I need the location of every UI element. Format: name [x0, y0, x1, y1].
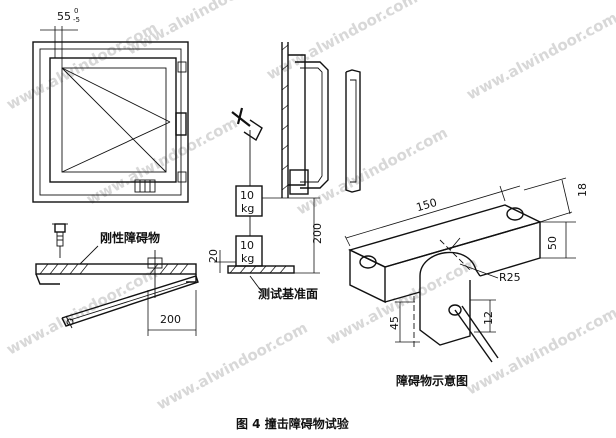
latch — [289, 169, 309, 195]
outer-frame — [32, 41, 189, 203]
weight-lower-unit: kg — [241, 252, 254, 265]
hinge — [177, 171, 187, 183]
watermark: www.alwindoor.com — [83, 114, 240, 209]
dim-12: 12 — [482, 311, 495, 325]
dim-tol-upper: 0 — [74, 7, 78, 15]
weight-upper-unit: kg — [241, 202, 254, 215]
label-test-reference-surface: 测试基准面 — [258, 286, 318, 301]
swing-arm — [454, 309, 493, 363]
window-front-view: 55 0 -5 — [32, 7, 189, 203]
obstacle-schematic: 150 18 50 R25 45 12 障碍物示意图 — [344, 177, 589, 388]
dim-r25: R25 — [499, 271, 521, 284]
dim-drop-height: 200 — [311, 223, 324, 244]
opening-diagonal — [61, 67, 167, 173]
watermark: www.alwindoor.com — [3, 19, 160, 114]
rigid-obstacle-view: 刚性障碍物 200 — [35, 223, 199, 336]
dim-swing-200: 200 — [160, 313, 181, 326]
opening-indicator — [61, 67, 171, 123]
watermark: www.alwindoor.com — [323, 254, 480, 349]
opening-indicator — [61, 121, 171, 173]
hole-right — [506, 207, 524, 221]
dim-18: 18 — [576, 183, 589, 197]
dim-50: 50 — [546, 236, 559, 250]
watermark: www.alwindoor.com — [263, 0, 420, 84]
tab-radius-cut — [419, 251, 481, 277]
label-rigid-obstacle: 刚性障碍物 — [100, 230, 160, 245]
dim-tol-lower: -5 — [73, 16, 80, 24]
frame-inner-edge — [39, 48, 182, 196]
handle — [175, 112, 187, 136]
dim-150: 150 — [415, 196, 439, 214]
watermark: www.alwindoor.com — [153, 319, 310, 414]
swung-sash — [61, 275, 199, 327]
window-side-section: 10 kg 10 kg 200 20 测试基准面 — [207, 42, 361, 301]
block-top-face — [348, 204, 542, 268]
weight-lower-value: 10 — [240, 239, 254, 252]
frame-bar-section — [35, 263, 197, 275]
pendulum-hook — [231, 111, 251, 127]
weight-upper — [235, 185, 263, 217]
hole-tab — [448, 304, 462, 316]
weight-upper-value: 10 — [240, 189, 254, 202]
label-obstacle-schematic: 障碍物示意图 — [396, 373, 468, 388]
figure-caption: 图 4 撞击障碍物试验 — [236, 416, 350, 431]
dim-55: 55 — [57, 10, 71, 23]
hinge — [177, 61, 187, 73]
dim-45: 45 — [388, 316, 401, 330]
test-base-plate — [227, 265, 295, 274]
dim-20: 20 — [207, 249, 220, 263]
hole-left — [359, 255, 377, 269]
watermark: www.alwindoor.com — [123, 0, 280, 59]
watermark: www.alwindoor.com — [463, 9, 616, 104]
obstacle-pin — [54, 223, 66, 233]
block-end-face — [349, 248, 386, 304]
